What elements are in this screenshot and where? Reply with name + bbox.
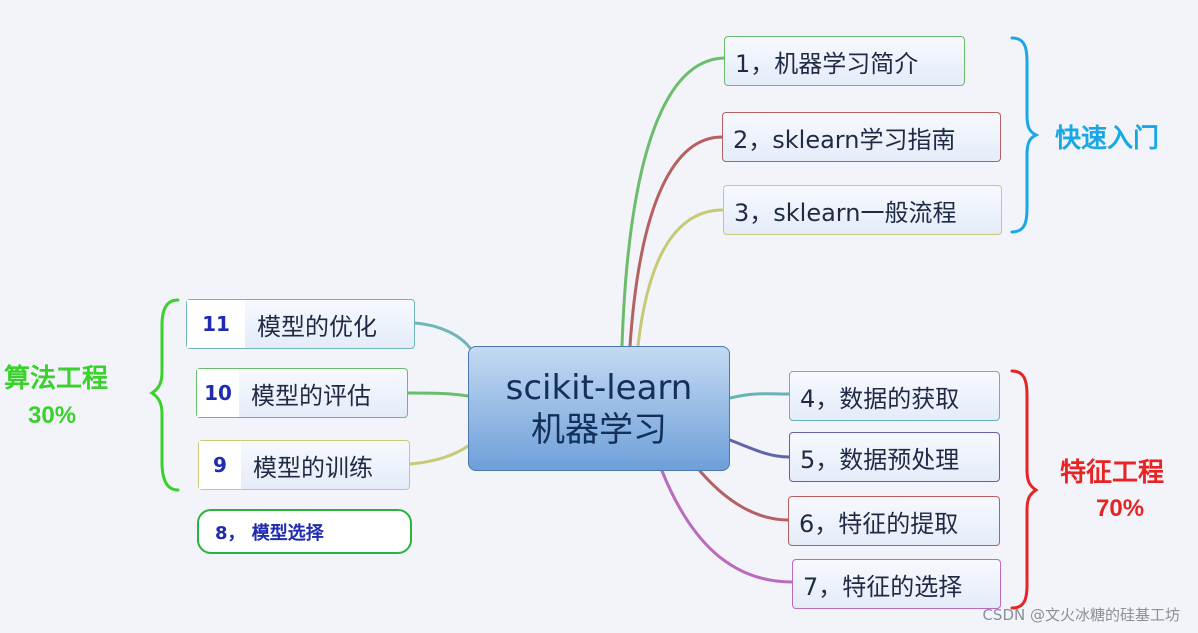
brace-algorithm-engineering (149, 298, 180, 492)
node-sklearn-flow[interactable]: 3，sklearn一般流程 (723, 185, 1002, 235)
node-feature-extraction[interactable]: 6，特征的提取 (788, 496, 1000, 546)
node-feature-extraction-label: 6，特征的提取 (799, 509, 959, 538)
group-label-algorithm-engineering: 算法工程 (4, 364, 109, 394)
watermark-text: CSDN @文火冰糖的硅基工坊 (982, 606, 1180, 624)
node-model-training-label: 模型的训练 (253, 453, 373, 482)
node-sklearn-flow-label: 3，sklearn一般流程 (734, 198, 957, 227)
group-label-quick-start: 快速入门 (1055, 124, 1160, 154)
group-label-feature-engineering: 特征工程 (1060, 458, 1165, 488)
node-model-optimization[interactable]: 11 模型的优化 (186, 299, 415, 349)
node-model-selection-label: 8， 模型选择 (215, 522, 324, 544)
node-model-evaluation-number: 10 (197, 369, 239, 417)
central-topic[interactable]: scikit-learn 机器学习 (468, 346, 730, 471)
branch-line-sklearn-flow (636, 208, 725, 348)
group-braces (149, 36, 1040, 610)
branch-line-data-acquisition (728, 392, 791, 400)
branch-line-feature-selection (660, 469, 794, 584)
node-model-selection[interactable]: 8， 模型选择 (197, 509, 412, 554)
branch-lines (406, 56, 794, 584)
node-data-acquisition-label: 4，数据的获取 (800, 384, 960, 413)
node-data-preprocessing[interactable]: 5，数据预处理 (789, 432, 1000, 482)
node-intro-label: 1，机器学习简介 (735, 49, 919, 78)
brace-quick-start (1010, 36, 1040, 234)
node-model-evaluation[interactable]: 10 模型的评估 (196, 368, 408, 418)
node-sklearn-guide[interactable]: 2，sklearn学习指南 (722, 112, 1001, 162)
group-pct-algorithm-engineering: 30% (28, 402, 77, 429)
node-data-acquisition[interactable]: 4，数据的获取 (789, 371, 1000, 421)
branch-line-sklearn-guide (628, 135, 724, 348)
central-topic-line2: 机器学习 (531, 409, 667, 450)
group-pct-feature-engineering: 70% (1096, 495, 1145, 522)
node-model-optimization-label: 模型的优化 (257, 312, 377, 341)
node-model-evaluation-label: 模型的评估 (251, 381, 371, 410)
node-data-preprocessing-label: 5，数据预处理 (800, 445, 960, 474)
node-feature-selection-label: 7，特征的选择 (803, 572, 963, 601)
node-sklearn-guide-label: 2，sklearn学习指南 (733, 125, 956, 154)
brace-feature-engineering (1010, 369, 1039, 610)
node-feature-selection[interactable]: 7，特征的选择 (792, 559, 1001, 609)
branch-line-intro (620, 56, 726, 348)
branch-line-data-preprocessing (728, 438, 791, 459)
branch-line-feature-extraction (698, 469, 790, 522)
central-topic-line1: scikit-learn (505, 367, 693, 408)
node-model-training[interactable]: 9 模型的训练 (198, 440, 410, 490)
node-model-optimization-number: 11 (187, 300, 245, 348)
node-intro[interactable]: 1，机器学习简介 (724, 36, 965, 86)
branch-line-model-optimization (413, 321, 472, 350)
branch-line-model-evaluation (406, 391, 470, 398)
node-model-training-number: 9 (199, 441, 241, 489)
branch-line-model-training (408, 444, 470, 466)
